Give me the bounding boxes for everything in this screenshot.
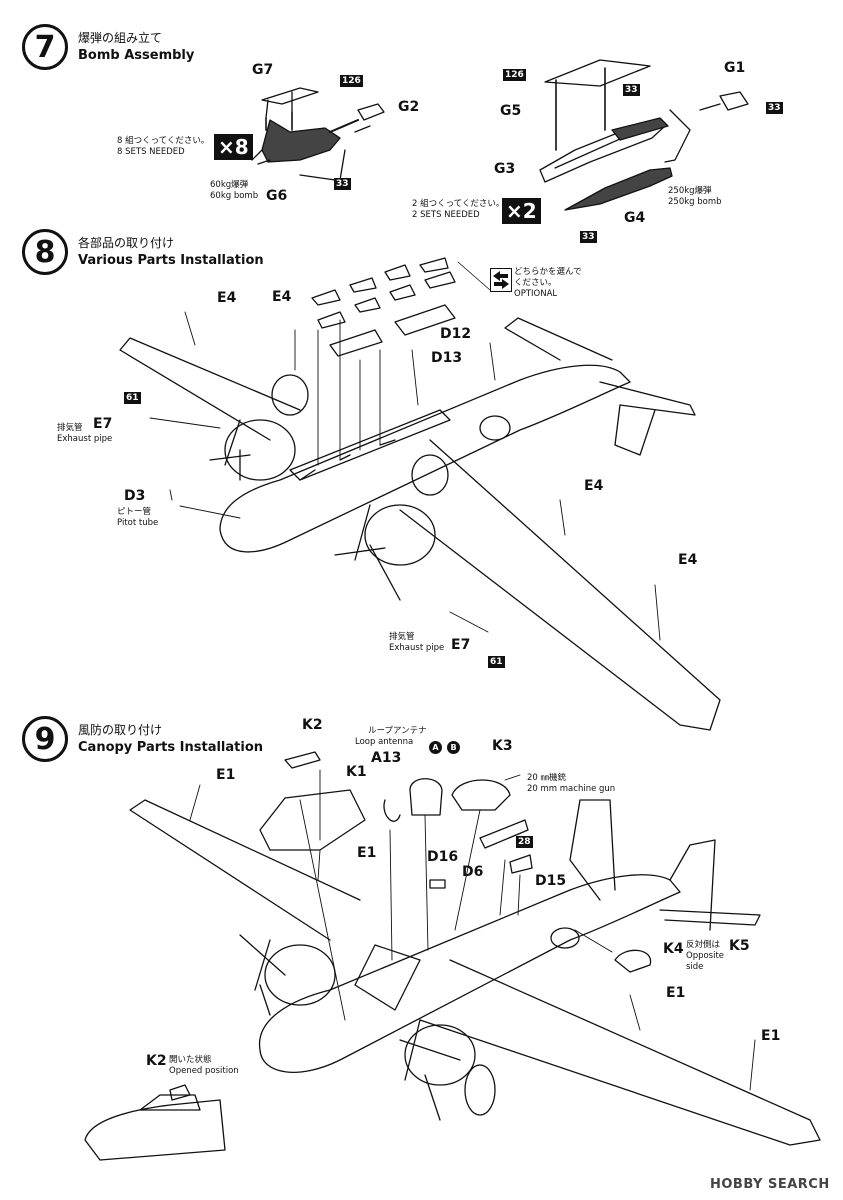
bomb-250kg-assembly bbox=[539, 59, 749, 211]
opened-position-en: Opened position bbox=[169, 1066, 239, 1076]
part-label-k2: K2 bbox=[302, 717, 323, 733]
paint-badge-126: 126 bbox=[503, 69, 526, 81]
exhaust-label-ja: 排気管 bbox=[389, 632, 415, 642]
part-label-d6: D6 bbox=[462, 864, 484, 880]
part-label-k3: K3 bbox=[492, 738, 513, 754]
variant-b-badge: B bbox=[447, 741, 460, 754]
bomb-label-ja: 60kg爆弾 bbox=[210, 180, 249, 190]
loop-antenna-ja: ループアンテナ bbox=[368, 726, 427, 736]
paint-badge-61: 61 bbox=[124, 392, 141, 404]
sets-needed-ja: 8 組つくってください。 bbox=[117, 136, 210, 146]
step-title-ja: 風防の取り付け bbox=[78, 723, 163, 737]
step-8-header: 8 各部品の取り付け Various Parts Installation bbox=[22, 229, 264, 275]
part-label-k5: K5 bbox=[729, 938, 750, 954]
aircraft-step9 bbox=[84, 751, 821, 1161]
step-9-header: 9 風防の取り付け Canopy Parts Installation bbox=[22, 716, 263, 762]
part-label-d13: D13 bbox=[431, 350, 463, 366]
part-label-e1: E1 bbox=[761, 1028, 781, 1044]
part-label-e4: E4 bbox=[584, 478, 604, 494]
part-label-k4: K4 bbox=[663, 941, 684, 957]
exhaust-label-ja: 排気管 bbox=[57, 423, 83, 433]
part-label-g4: G4 bbox=[624, 210, 646, 226]
part-label-k2: K2 bbox=[146, 1053, 167, 1069]
opposite-side-en-1: Opposite bbox=[686, 951, 725, 961]
part-label-d16: D16 bbox=[427, 849, 459, 865]
part-label-d3: D3 bbox=[124, 488, 146, 504]
sets-needed-en: 8 SETS NEEDED bbox=[117, 147, 185, 157]
optional-ja-2: ください。 bbox=[514, 278, 557, 288]
multiplier-badge: ×8 bbox=[214, 134, 253, 160]
multiplier-badge: ×2 bbox=[502, 198, 541, 224]
machine-gun-en: 20 mm machine gun bbox=[527, 784, 616, 794]
part-label-g5: G5 bbox=[500, 103, 522, 119]
loop-antenna-en: Loop antenna bbox=[355, 737, 414, 747]
paint-badge-33: 33 bbox=[623, 84, 640, 96]
part-label-a13: A13 bbox=[371, 750, 402, 766]
part-label-e1: E1 bbox=[666, 985, 686, 1001]
step-title-en: Various Parts Installation bbox=[78, 253, 264, 268]
bomb-label-en: 250kg bomb bbox=[668, 197, 722, 207]
step-title-ja: 各部品の取り付け bbox=[78, 236, 175, 250]
part-label-e7: E7 bbox=[451, 637, 471, 653]
paint-badge-33: 33 bbox=[766, 102, 783, 114]
part-label-g7: G7 bbox=[252, 62, 274, 78]
bomb-label-en: 60kg bomb bbox=[210, 191, 259, 201]
part-label-e4: E4 bbox=[678, 552, 698, 568]
machine-gun-ja: 20 ㎜機銃 bbox=[527, 773, 567, 783]
opposite-side-ja: 反対側は bbox=[686, 940, 721, 950]
optional-arrows-icon bbox=[490, 268, 512, 292]
paint-badge-33: 33 bbox=[334, 178, 351, 190]
part-label-d12: D12 bbox=[440, 326, 472, 342]
step-number: 9 bbox=[22, 716, 68, 762]
part-label-g6: G6 bbox=[266, 188, 288, 204]
step-number: 7 bbox=[22, 24, 68, 70]
exhaust-label-en: Exhaust pipe bbox=[57, 434, 113, 444]
part-label-g2: G2 bbox=[398, 99, 420, 115]
opened-position-ja: 開いた状態 bbox=[169, 1055, 212, 1065]
part-label-g1: G1 bbox=[724, 60, 746, 76]
sets-needed-ja: 2 組つくってください。 bbox=[412, 199, 505, 209]
step-title-en: Bomb Assembly bbox=[78, 48, 195, 63]
part-label-d15: D15 bbox=[535, 873, 567, 889]
aircraft-step8 bbox=[119, 257, 721, 731]
part-label-e1: E1 bbox=[216, 767, 236, 783]
step-number: 8 bbox=[22, 229, 68, 275]
variant-a-badge: A bbox=[429, 741, 442, 754]
part-label-k1: K1 bbox=[346, 764, 367, 780]
paint-badge-61: 61 bbox=[488, 656, 505, 668]
part-label-g3: G3 bbox=[494, 161, 516, 177]
paint-badge-33: 33 bbox=[580, 231, 597, 243]
paint-badge-28: 28 bbox=[516, 836, 533, 848]
bomb-60kg-assembly bbox=[251, 87, 385, 181]
part-label-e7: E7 bbox=[93, 416, 113, 432]
paint-badge-126: 126 bbox=[340, 75, 363, 87]
step-7-header: 7 爆弾の組み立て Bomb Assembly bbox=[22, 24, 194, 70]
step-title-ja: 爆弾の組み立て bbox=[78, 31, 163, 45]
pitot-label-en: Pitot tube bbox=[117, 518, 159, 528]
pitot-label-ja: ピトー管 bbox=[117, 507, 152, 517]
optional-en: OPTIONAL bbox=[514, 289, 558, 299]
watermark: HOBBY SEARCH bbox=[710, 1177, 830, 1192]
part-label-e4: E4 bbox=[272, 289, 292, 305]
part-label-e1: E1 bbox=[357, 845, 377, 861]
bomb-label-ja: 250kg爆弾 bbox=[668, 186, 712, 196]
exhaust-label-en: Exhaust pipe bbox=[389, 643, 445, 653]
step-title-en: Canopy Parts Installation bbox=[78, 740, 264, 755]
opposite-side-en-2: side bbox=[686, 962, 704, 972]
sets-needed-en: 2 SETS NEEDED bbox=[412, 210, 480, 220]
optional-ja-1: どちらかを選んで bbox=[514, 267, 582, 277]
part-label-e4: E4 bbox=[217, 290, 237, 306]
